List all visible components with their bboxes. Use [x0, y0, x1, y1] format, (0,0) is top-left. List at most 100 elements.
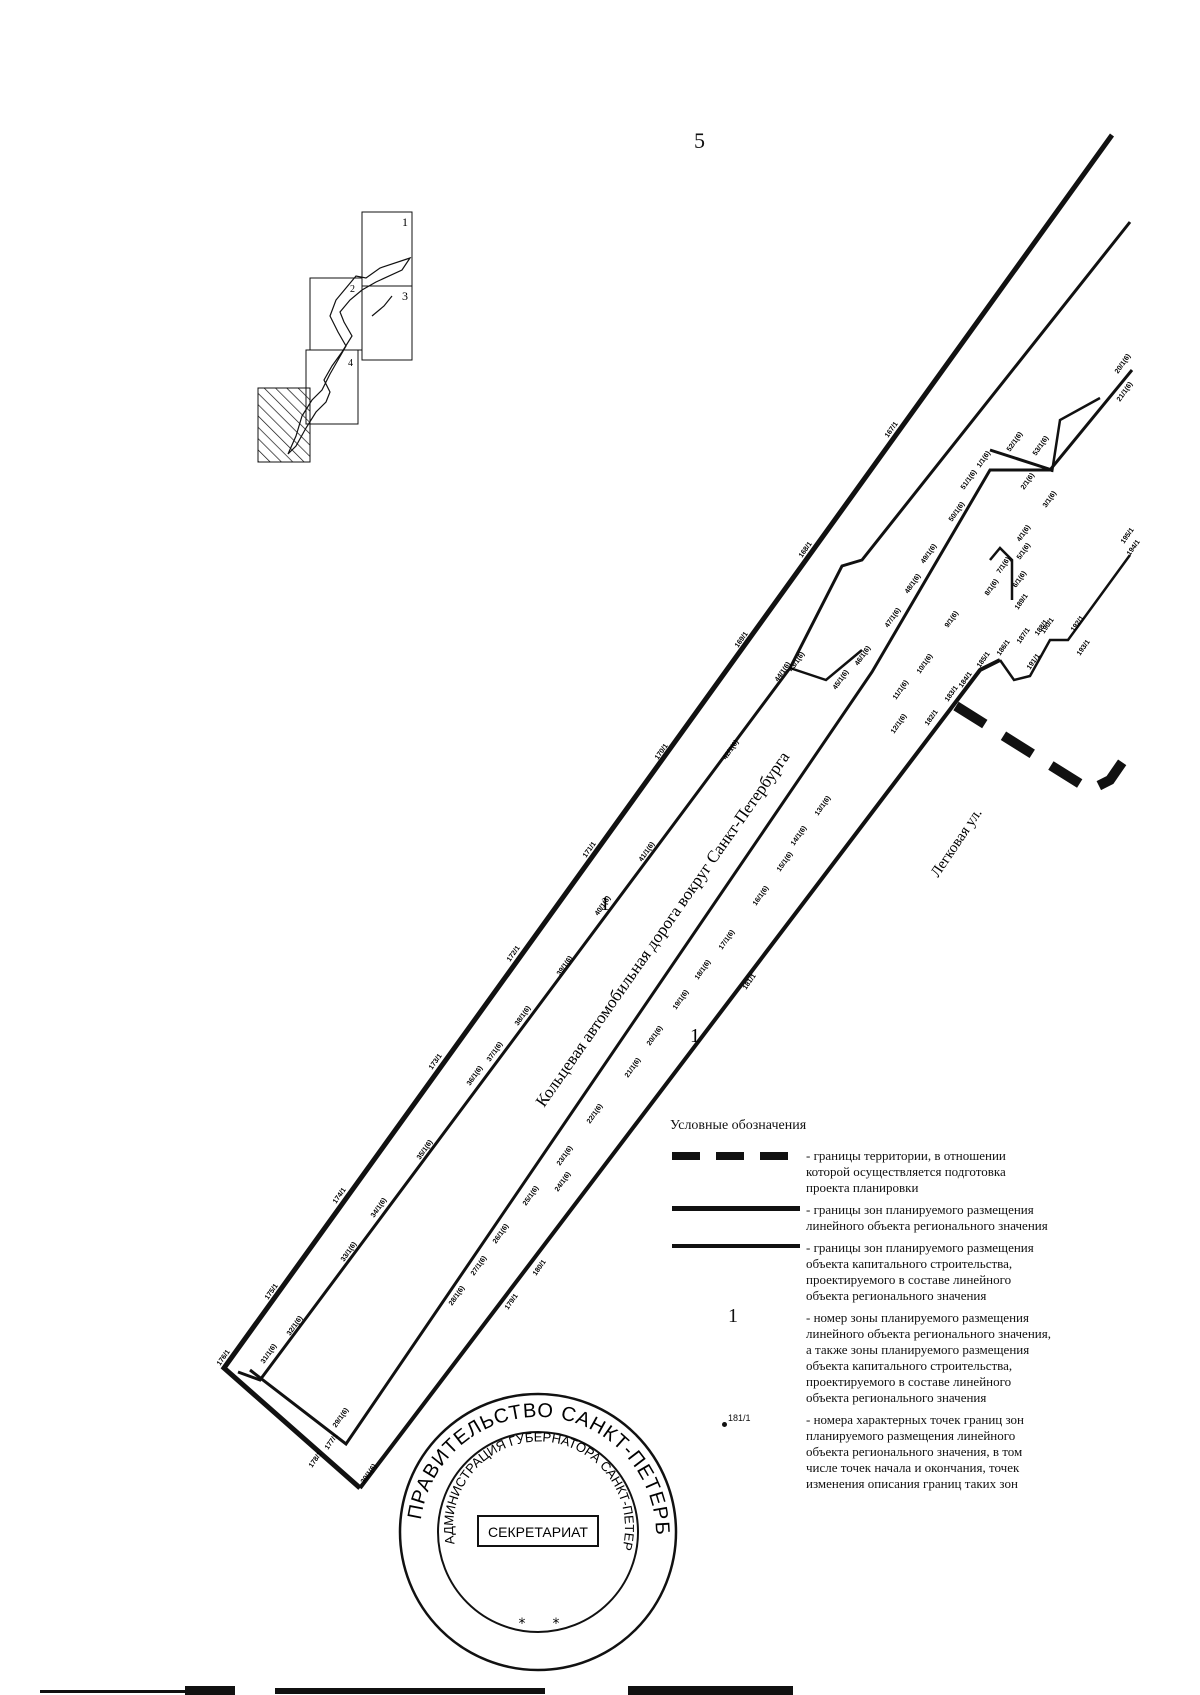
point-label: 3/1(6)	[1042, 490, 1058, 509]
street-name-label: Легковая ул.	[928, 806, 986, 881]
point-label: 22/1(6)	[586, 1103, 604, 1125]
point-label: 189/1	[1014, 593, 1030, 611]
index-sheet-4	[305, 349, 359, 425]
road-name-label: Кольцевая автомобильная дорога вокруг Са…	[532, 748, 794, 1111]
seal-center-box	[477, 1515, 599, 1547]
outer-boundary-right	[358, 658, 1001, 1490]
index-map: 1 2 3 4	[257, 211, 413, 463]
index-sheet-label-4: 4	[348, 358, 353, 369]
point-label: 39/1(6)	[556, 955, 574, 977]
index-sheet-label-3: 3	[402, 289, 408, 303]
point-label: 24/1(6)	[554, 1171, 572, 1193]
point-label: 34/1(6)	[370, 1197, 388, 1219]
point-label: 194/1	[1126, 539, 1142, 557]
lower-branch	[998, 554, 1132, 682]
point-label: 18/1(6)	[694, 959, 712, 981]
step-block	[989, 546, 1014, 600]
point-label: 186/1	[996, 639, 1012, 657]
inner-boundary-left	[237, 221, 1132, 1382]
point-label: 10/1(6)	[916, 653, 934, 675]
legend-title: Условные обозначения	[670, 1118, 807, 1133]
seal-inner-text: АДМИНИСТРАЦИЯ ГУБЕРНАТОРА САНКТ-ПЕТЕРБУР…	[0, 0, 637, 1552]
point-label: 192/1	[1070, 615, 1086, 633]
point-label: 14/1(6)	[790, 825, 808, 847]
index-sheet-label-1: 1	[402, 215, 408, 229]
point-label: 178/1	[308, 1451, 324, 1469]
index-road-outline	[287, 256, 412, 455]
point-label: 50/1(6)	[948, 501, 966, 523]
legend-symbol-dashed	[670, 1148, 806, 1164]
legend-symbol-dot-label: 181/1	[728, 1413, 751, 1423]
scan-edge-strip	[185, 1686, 235, 1695]
point-label: 2/1(6)	[1020, 472, 1036, 491]
scan-edge-strip	[628, 1686, 793, 1695]
point-label: 1/1(6)	[976, 450, 992, 469]
point-label: 19/1(6)	[672, 989, 690, 1011]
legend-item-capital-zone: - границы зон планируемого размещения об…	[670, 1240, 1130, 1304]
scan-edge-strip	[40, 1690, 190, 1693]
point-label: 4/1(6)	[1016, 524, 1032, 543]
point-label: 37/1(6)	[486, 1041, 504, 1063]
point-label: 30/1(6)	[360, 1463, 378, 1485]
seal-star-left: *	[519, 1616, 526, 1632]
legend-symbol-number-label: 1	[728, 1305, 738, 1327]
point-label: 51/1(6)	[960, 469, 978, 491]
legend-text: - границы зон планируемого размещения ли…	[806, 1202, 1048, 1233]
point-label: 11/1(6)	[892, 679, 910, 701]
point-label: 23/1(6)	[556, 1145, 574, 1167]
point-label: 177/1	[324, 1433, 340, 1451]
planning-territory-boundary	[953, 701, 1137, 796]
point-dot-icon	[722, 1422, 727, 1427]
point-label: 20/1(6)	[646, 1025, 664, 1047]
point-label: 52/1(6)	[1006, 431, 1024, 453]
legend: Условные обозначения - границы территори…	[670, 1118, 1130, 1498]
point-label: 12/1(6)	[890, 713, 908, 735]
legend-text: - границы зон планируемого размещения об…	[806, 1240, 1034, 1303]
legend-item-zone-number: 1 - номер зоны планируемого размещения л…	[670, 1305, 1130, 1406]
zone-number-lower: 1	[690, 1025, 700, 1047]
point-label: 6/1(6)	[1012, 570, 1028, 589]
legend-text: - номер зоны планируемого размещения лин…	[806, 1310, 1051, 1405]
scan-edge-strip	[275, 1688, 545, 1694]
point-label: 180/1	[532, 1259, 548, 1277]
outer-boundary-left	[220, 133, 1115, 1490]
connector-kink	[789, 649, 863, 682]
zone-number-upper: 1	[600, 893, 610, 915]
zone-boundaries	[220, 133, 1134, 1490]
point-label: 31/1(6)	[260, 1343, 278, 1365]
legend-text: - номера характерных точек границ зон пл…	[806, 1412, 1024, 1491]
index-sheet-label-2: 2	[350, 284, 355, 295]
point-label: 16/1(6)	[752, 885, 770, 907]
legend-item-points: 181/1 - номера характерных точек границ …	[670, 1412, 1130, 1492]
point-label: 53/1(6)	[1032, 435, 1050, 457]
inner-boundary-right	[249, 369, 1134, 1447]
legend-symbol-number: 1	[670, 1305, 806, 1327]
seal-inner-ring	[437, 1431, 639, 1633]
legend-symbol-solid-mid	[670, 1240, 806, 1256]
index-road-branch	[371, 295, 393, 317]
point-labels-lower-right: 190/1 191/1 192/1 193/1 194/1 195/1	[1026, 527, 1142, 671]
point-label: 187/1	[1016, 627, 1032, 645]
seal-outer-text: ПРАВИТЕЛЬСТВО САНКТ-ПЕТЕРБУРГА	[0, 0, 672, 1536]
point-label: 193/1	[1076, 639, 1092, 657]
point-label: 13/1(6)	[814, 795, 832, 817]
point-label: 17/1(6)	[718, 929, 736, 951]
point-label: 5/1(6)	[1016, 542, 1032, 561]
point-label: 29/1(6)	[332, 1407, 350, 1429]
index-sheet-5	[257, 387, 311, 463]
seal-outer-ring	[398, 1392, 678, 1672]
legend-item-territory: - границы территории, в отношении которо…	[670, 1148, 1130, 1196]
point-label: 25/1(6)	[522, 1185, 540, 1207]
legend-item-linear-zone: - границы зон планируемого размещения ли…	[670, 1202, 1130, 1234]
point-label: 15/1(6)	[776, 851, 794, 873]
point-label: 9/1(6)	[944, 610, 960, 629]
point-label: 44/1(6)	[774, 661, 792, 683]
point-label: 7/1(6)	[996, 556, 1012, 575]
legend-symbol-solid-thick	[670, 1202, 806, 1218]
seal-center-text: СЕКРЕТАРИАТ	[488, 1524, 588, 1540]
page-number: 5	[694, 128, 705, 153]
legend-text: - границы территории, в отношении которо…	[806, 1148, 1006, 1195]
legend-symbol-dot: 181/1	[670, 1412, 806, 1428]
point-label: 42/1(6)	[722, 739, 740, 761]
